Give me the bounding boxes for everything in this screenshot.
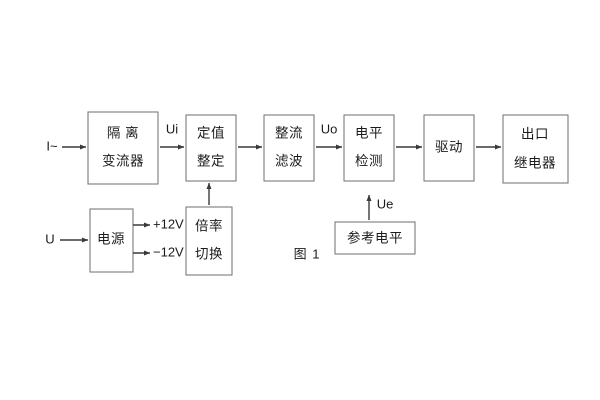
- block-output-relay: [502, 114, 569, 184]
- label-current-input: I~: [46, 138, 58, 153]
- label-isolation-transformer-line2: 变流器: [102, 154, 144, 169]
- block-rectify-filter: [263, 114, 315, 182]
- label-multiplier-switch-line2: 切换: [195, 247, 223, 262]
- figure-caption: 图 1: [294, 246, 321, 261]
- label-uo-signal: Uo: [321, 121, 338, 136]
- label-voltage-input: U: [45, 231, 54, 246]
- block-drive: [423, 114, 475, 182]
- block-setting-value: [185, 114, 237, 182]
- label-ui-signal: Ui: [166, 121, 178, 136]
- label-rectify-filter-line1: 整流: [275, 126, 303, 141]
- label-plus-12v: +12V: [153, 216, 184, 231]
- label-setting-value-line2: 整定: [197, 154, 225, 169]
- label-isolation-transformer-line1: 隔 离: [107, 125, 139, 141]
- label-level-detect-line1: 电平: [355, 126, 383, 141]
- label-power-supply: 电源: [97, 232, 125, 247]
- label-setting-value-line1: 定值: [197, 126, 225, 141]
- label-drive: 驱动: [435, 140, 463, 155]
- label-ue-signal: Ue: [377, 196, 394, 211]
- block-power-supply: [89, 208, 134, 273]
- block-isolation-transformer: [87, 111, 159, 185]
- block-multiplier-switch: [185, 206, 233, 276]
- label-reference-level: 参考电平: [347, 230, 403, 246]
- block-level-detect: [343, 114, 395, 182]
- label-output-relay-line2: 继电器: [514, 156, 556, 171]
- label-rectify-filter-line2: 滤波: [275, 154, 303, 169]
- block-reference-level: [334, 221, 416, 255]
- label-level-detect-line2: 检测: [355, 154, 383, 169]
- label-output-relay-line1: 出口: [521, 127, 549, 142]
- label-multiplier-switch-line1: 倍率: [195, 218, 223, 234]
- label-minus-12v: −12V: [153, 244, 184, 259]
